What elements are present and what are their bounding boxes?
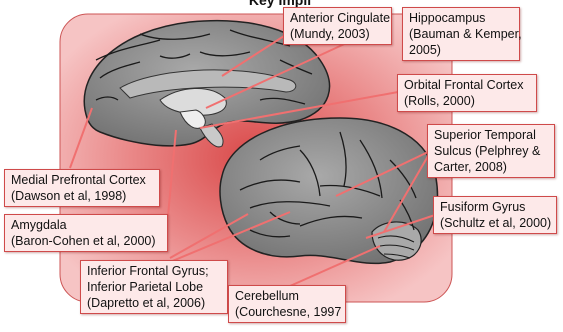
label-anterior-cingulate: Anterior Cingulate (Mundy, 2003)	[283, 7, 392, 45]
label-cerebellum: Cerebellum (Courchesne, 1997	[228, 285, 346, 323]
label-superior-temporal-line-3: Carter, 2008)	[434, 159, 549, 175]
label-orbital-frontal-line-2: (Rolls, 2000)	[404, 93, 531, 109]
label-superior-temporal-line-2: Sulcus (Pelphrey &	[434, 143, 549, 159]
label-inferior-frontal-line-3: (Dapretto et al, 2006)	[87, 295, 222, 311]
label-superior-temporal: Superior Temporal Sulcus (Pelphrey & Car…	[427, 124, 555, 178]
label-medial-prefrontal: Medial Prefrontal Cortex (Dawson et al, …	[4, 169, 160, 207]
label-anterior-cingulate-line-2: (Mundy, 2003)	[290, 26, 386, 42]
label-fusiform: Fusiform Gyrus (Schultz et al, 2000)	[433, 196, 557, 234]
label-hippocampus-line-1: Hippocampus	[409, 10, 514, 26]
label-inferior-frontal: Inferior Frontal Gyrus; Inferior Parieta…	[80, 260, 228, 314]
label-amygdala-line-1: Amygdala	[11, 217, 162, 233]
label-cerebellum-line-2: (Courchesne, 1997	[235, 304, 340, 320]
lateral-brain-illustration	[220, 118, 437, 263]
label-orbital-frontal-line-1: Orbital Frontal Cortex	[404, 77, 531, 93]
label-medial-prefrontal-line-2: (Dawson et al, 1998)	[11, 188, 154, 204]
label-orbital-frontal: Orbital Frontal Cortex (Rolls, 2000)	[397, 74, 537, 112]
label-cerebellum-line-1: Cerebellum	[235, 288, 340, 304]
label-inferior-frontal-line-2: Inferior Parietal Lobe	[87, 279, 222, 295]
label-fusiform-line-1: Fusiform Gyrus	[440, 199, 551, 215]
label-amygdala-line-2: (Baron-Cohen et al, 2000)	[11, 233, 162, 249]
label-amygdala: Amygdala (Baron-Cohen et al, 2000)	[4, 214, 168, 252]
label-medial-prefrontal-line-1: Medial Prefrontal Cortex	[11, 172, 154, 188]
label-hippocampus: Hippocampus (Bauman & Kemper, 2005)	[402, 7, 520, 61]
label-anterior-cingulate-line-1: Anterior Cingulate	[290, 10, 386, 26]
label-inferior-frontal-line-1: Inferior Frontal Gyrus;	[87, 263, 222, 279]
label-hippocampus-line-3: 2005)	[409, 42, 514, 58]
label-fusiform-line-2: (Schultz et al, 2000)	[440, 215, 551, 231]
label-hippocampus-line-2: (Bauman & Kemper,	[409, 26, 514, 42]
label-superior-temporal-line-1: Superior Temporal	[434, 127, 549, 143]
